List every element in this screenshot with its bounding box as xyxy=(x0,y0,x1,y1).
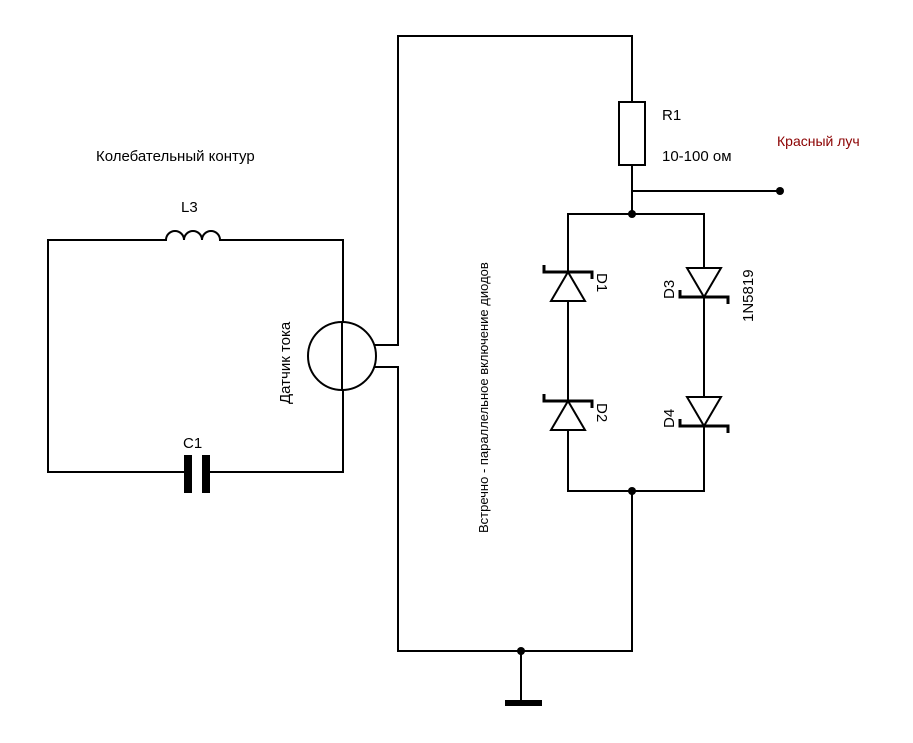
resistor-label: R1 xyxy=(662,107,681,124)
diode-d3-label: D3 xyxy=(661,280,678,299)
sensor-leads xyxy=(375,35,633,652)
output-terminal xyxy=(776,187,784,195)
wire-sensor-lower xyxy=(375,366,633,652)
diode-d2-label: D2 xyxy=(593,403,610,422)
diode-d1-label: D1 xyxy=(593,273,610,292)
capacitor-label: C1 xyxy=(183,435,202,452)
diode-part-label: 1N5819 xyxy=(740,269,757,322)
tank-circuit xyxy=(47,230,377,493)
capacitor-c1-plate-left xyxy=(184,455,192,493)
junction-top xyxy=(628,210,636,218)
diode-d3 xyxy=(678,267,730,304)
diode-arrangement-label: Встречно - параллельное включение диодов xyxy=(476,262,491,533)
junction-bottom xyxy=(628,487,636,495)
diode-d1 xyxy=(542,265,594,302)
junction-ground xyxy=(517,647,525,655)
capacitor-c1-plate-right xyxy=(202,455,210,493)
diode-d4-label: D4 xyxy=(661,409,678,428)
current-sensor-label: Датчик тока xyxy=(277,321,294,404)
inductor-l3 xyxy=(164,230,222,242)
diode-d4 xyxy=(678,396,730,433)
resistor-value: 10-100 ом xyxy=(662,148,732,165)
diode-d2 xyxy=(542,394,594,431)
wire-sensor-upper xyxy=(375,35,633,346)
inductor-label: L3 xyxy=(181,199,198,216)
output-label: Красный луч xyxy=(777,133,860,149)
diode-bridge xyxy=(542,210,730,495)
tank-circuit-title: Колебательный контур xyxy=(96,148,255,165)
resistor-r1 xyxy=(618,101,646,166)
